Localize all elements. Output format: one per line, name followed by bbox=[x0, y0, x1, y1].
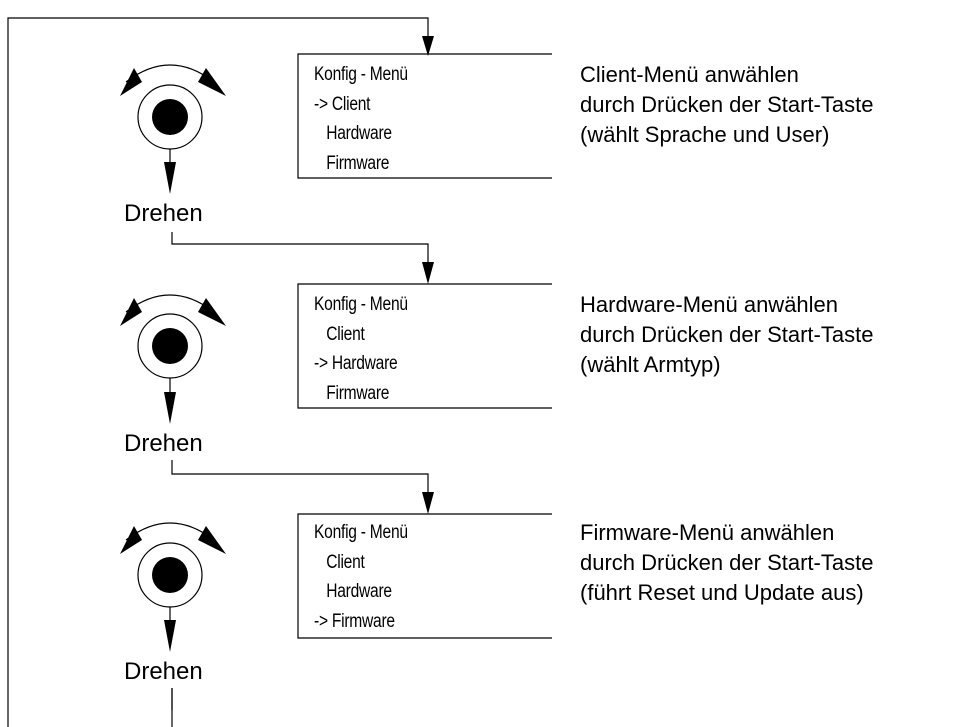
display-box bbox=[297, 53, 552, 179]
knob-center-icon bbox=[152, 557, 188, 593]
menu-item-firmware: Firmware bbox=[314, 382, 390, 404]
menu-item-client: -> Client bbox=[314, 93, 371, 115]
connector-line bbox=[171, 232, 429, 262]
display-menu: Konfig - Menü Client Hardware -> Firmwar… bbox=[314, 518, 508, 636]
step-1-graphics bbox=[120, 53, 552, 194]
description-line: (wählt Sprache und User) bbox=[580, 122, 830, 147]
display-menu: Konfig - Menü Client -> Hardware Firmwar… bbox=[314, 290, 508, 408]
arrow-head-icon bbox=[422, 262, 434, 284]
step-1: Drehen Konfig - Menü -> Client Hardware … bbox=[0, 20, 969, 250]
menu-title: Konfig - Menü bbox=[314, 64, 408, 85]
menu-item-client: Client bbox=[314, 323, 365, 345]
rotate-arrow-left-icon bbox=[120, 526, 142, 554]
description-line: durch Drücken der Start-Taste bbox=[580, 322, 874, 347]
rotate-arrow-left-icon bbox=[120, 68, 142, 96]
menu-item-hardware: Hardware bbox=[314, 581, 392, 602]
step-description: Hardware-Menü anwählen durch Drücken der… bbox=[580, 290, 873, 380]
arrow-down-icon bbox=[164, 392, 176, 424]
arrow-down-icon bbox=[164, 620, 176, 652]
rotate-arrow-right-icon bbox=[198, 68, 226, 96]
step-description: Firmware-Menü anwählen durch Drücken der… bbox=[580, 518, 873, 608]
step-2-graphics bbox=[120, 283, 552, 424]
arrow-head-icon bbox=[422, 492, 434, 514]
rotate-arrow-right-icon bbox=[198, 526, 226, 554]
connector-line bbox=[171, 460, 429, 492]
step-3-graphics bbox=[120, 513, 552, 652]
description-line: Hardware-Menü anwählen bbox=[580, 292, 839, 317]
display-box bbox=[297, 283, 552, 409]
knob-center-icon bbox=[152, 99, 188, 135]
display-menu: Konfig - Menü -> Client Hardware Firmwar… bbox=[314, 60, 508, 178]
menu-title: Konfig - Menü bbox=[314, 522, 408, 543]
step-3: Drehen Konfig - Menü Client Hardware -> … bbox=[0, 478, 969, 708]
arrow-head-icon bbox=[422, 36, 434, 56]
rotate-label: Drehen bbox=[124, 430, 203, 457]
rotate-arrow-left-icon bbox=[120, 298, 142, 326]
step-2: Drehen Konfig - Menü Client -> Hardware … bbox=[0, 250, 969, 480]
menu-title: Konfig - Menü bbox=[314, 294, 408, 315]
description-line: Client-Menü anwählen bbox=[580, 62, 799, 87]
description-line: Firmware-Menü anwählen bbox=[580, 520, 835, 545]
description-line: (wählt Armtyp) bbox=[580, 352, 721, 377]
display-box bbox=[297, 513, 552, 639]
description-line: durch Drücken der Start-Taste bbox=[580, 92, 874, 117]
menu-item-client: Client bbox=[314, 551, 365, 573]
rotate-arrow-right-icon bbox=[198, 298, 226, 326]
description-line: (führt Reset und Update aus) bbox=[580, 580, 864, 605]
menu-item-firmware: Firmware bbox=[314, 152, 390, 174]
rotate-label: Drehen bbox=[124, 658, 203, 685]
menu-item-hardware: -> Hardware bbox=[314, 353, 398, 374]
arrow-down-icon bbox=[164, 162, 176, 194]
knob-center-icon bbox=[152, 328, 188, 364]
rotate-label: Drehen bbox=[124, 200, 203, 227]
description-line: durch Drücken der Start-Taste bbox=[580, 550, 874, 575]
step-description: Client-Menü anwählen durch Drücken der S… bbox=[580, 60, 873, 150]
menu-item-firmware: -> Firmware bbox=[314, 610, 395, 632]
menu-item-hardware: Hardware bbox=[314, 123, 392, 144]
